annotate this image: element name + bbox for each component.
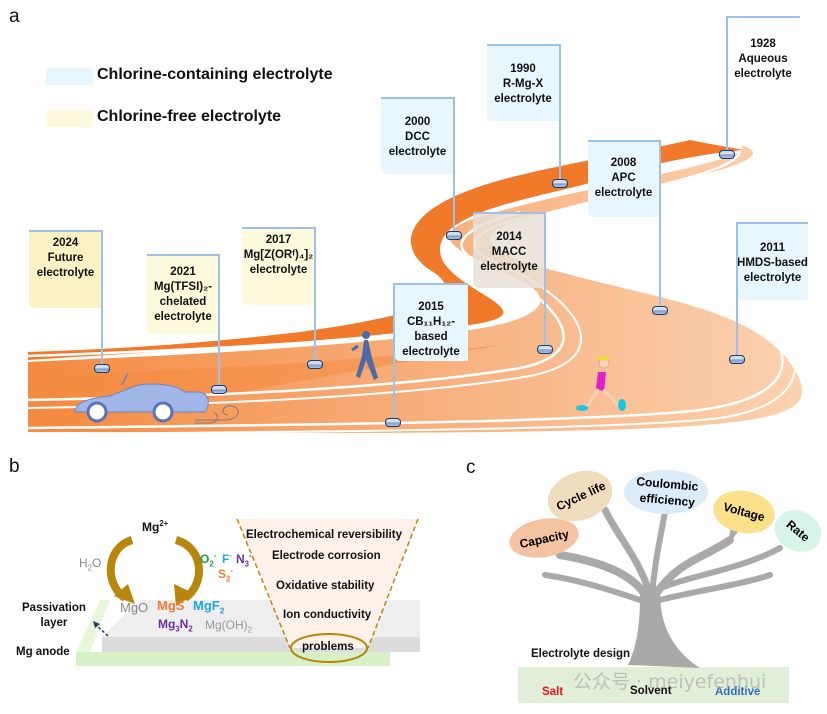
leaf-cycle-life	[547, 470, 613, 522]
flag-pole-2011	[736, 222, 738, 356]
marker-puck-2015	[385, 418, 401, 427]
anion-s2: S2-	[218, 566, 233, 584]
flag-pole-2015	[393, 283, 395, 420]
problem-item: Electrochemical reversibility	[246, 529, 402, 541]
flag-pole-2021	[218, 254, 220, 386]
milestone-2017: 2017 Mg[Z(ORᶠ)₄]₂ electrolyte	[242, 229, 315, 305]
flag-top-2008	[588, 140, 660, 142]
problem-item: Oxidative stability	[276, 580, 375, 592]
flag-pole-1928	[726, 16, 728, 151]
marker-puck-1990	[552, 179, 568, 188]
marker-puck-2008	[652, 306, 668, 315]
problem-item: Ion conductivity	[283, 609, 372, 621]
legend-label-chlorine-free: Chlorine-free electrolyte	[97, 108, 282, 125]
dashed-arrow-icon	[94, 623, 109, 637]
leaf-coulombic-efficiency	[624, 470, 708, 514]
flag-pole-2008	[659, 140, 661, 308]
milestone-2015: 2015 CB₁₁H₁₂- based electrolyte	[394, 285, 468, 361]
root-label-additive: Additive	[715, 686, 760, 698]
milestone-2000: 2000 DCC electrolyte	[381, 99, 454, 174]
product-mgo: MgO	[120, 600, 149, 615]
road-figures	[74, 331, 626, 424]
ground-strip	[518, 667, 789, 703]
problems-label: problems	[302, 641, 354, 653]
car-icon	[74, 372, 209, 423]
product-mgf2: MgF2	[193, 598, 225, 616]
product-mgoh2: Mg(OH)2	[205, 618, 253, 635]
panel-b-graphics	[76, 518, 420, 666]
marker-puck-2024	[94, 364, 110, 373]
milestone-2021: 2021 Mg(TFSI)₂- chelated electrolyte	[147, 256, 219, 334]
product-mg3n2: Mg3N2	[158, 617, 193, 634]
leaf-rate	[774, 510, 822, 552]
leaf-capacity	[509, 518, 579, 558]
marker-puck-1928	[719, 150, 735, 159]
flag-top-2014	[473, 212, 546, 214]
water-label: H2O	[79, 556, 102, 573]
anion-n3: N3-	[236, 551, 252, 569]
legend-swatch-chlorine-free	[46, 110, 93, 127]
runner-woman-icon	[351, 331, 378, 380]
runner-man-icon	[576, 357, 626, 411]
mg-ion-label: Mg2+	[142, 519, 169, 534]
anion-o2: O2-	[200, 551, 217, 569]
mg-anode-slab	[76, 652, 390, 666]
milestone-2024: 2024 Future electrolyte	[29, 232, 102, 308]
problems-funnel	[237, 519, 418, 648]
anion-f: F-	[222, 551, 232, 566]
panel-c-label: c	[466, 457, 476, 478]
product-mgs: MgS	[157, 598, 185, 613]
marker-puck-2014	[537, 345, 553, 354]
flag-pole-2017	[314, 227, 316, 362]
curved-arrow-left-icon	[106, 536, 135, 604]
mg-anode-label: Mg anode	[16, 646, 70, 658]
flag-top-1990	[487, 44, 560, 46]
leaf-label-efficiency: efficiency	[639, 491, 696, 510]
leaf-voltage	[713, 490, 775, 534]
marker-puck-2017	[307, 360, 323, 369]
wind-swirl-icon	[195, 405, 239, 424]
milestone-1928: 1928 Aqueous electrolyte	[727, 18, 799, 88]
milestone-2014: 2014 MACC electrolyte	[473, 214, 545, 288]
watermark-text: 公众号 · meiyefenhui	[573, 671, 766, 693]
root-label-solvent: Solvent	[630, 685, 672, 697]
legend-swatch-chlorine-containing	[46, 68, 93, 85]
milestone-2008: 2008 APC electrolyte	[588, 142, 659, 217]
leaf-label-coulombic: Coulombic	[636, 474, 699, 493]
flag-top-2021	[147, 254, 220, 256]
milestone-2011: 2011 HMDS-based electrolyte	[737, 224, 808, 300]
legend-label-chlorine-containing: Chlorine-containing electrolyte	[97, 66, 333, 83]
flag-top-2015	[393, 283, 468, 285]
electrolyte-design-title: Electrolyte design	[531, 648, 630, 660]
panel-a-label: a	[9, 6, 20, 27]
mg-anode-side	[76, 600, 110, 652]
flag-pole-2024	[101, 230, 103, 366]
flag-pole-1990	[559, 44, 561, 180]
flag-top-2000	[381, 97, 455, 99]
funnel-edge-right	[367, 518, 419, 649]
flag-top-2017	[242, 227, 316, 229]
flag-pole-2000	[453, 97, 455, 232]
flag-top-2024	[29, 230, 103, 232]
marker-puck-2011	[729, 355, 745, 364]
marker-puck-2000	[446, 231, 462, 240]
marker-puck-2021	[211, 385, 227, 394]
milestone-1990: 1990 R-Mg-X electrolyte	[487, 46, 559, 121]
lane-line-5	[27, 235, 796, 435]
flag-top-2011	[736, 222, 808, 224]
root-label-salt: Salt	[542, 686, 563, 698]
funnel-edge-left	[236, 518, 291, 649]
curved-arrow-right-icon	[174, 536, 203, 606]
flag-top-1928	[727, 16, 800, 18]
lane-line-2	[27, 210, 565, 402]
flag-pole-2014	[544, 212, 546, 346]
problems-ellipse	[290, 633, 368, 663]
problem-item: Electrode corrosion	[272, 550, 381, 562]
panel-b-label: b	[9, 456, 20, 477]
passivation-layer-label: Passivation layer	[22, 602, 86, 629]
milestone-year: 2024	[52, 237, 79, 249]
